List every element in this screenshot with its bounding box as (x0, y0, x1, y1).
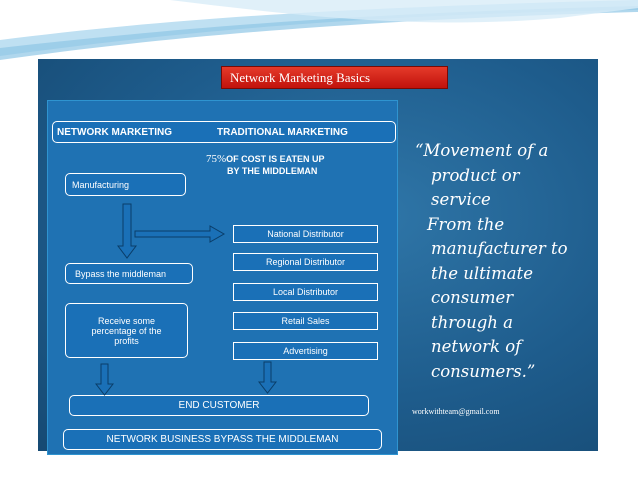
national-distributor-box: National Distributor (233, 225, 378, 243)
quote-line: network of (431, 337, 522, 356)
quote-line: manufacturer to (431, 239, 568, 258)
quote-line: consumers.” (431, 361, 536, 381)
decorative-swoosh (0, 0, 638, 60)
down-arrow-icon (257, 361, 278, 394)
quote-line: the ultimate (431, 263, 533, 283)
down-arrow-icon (94, 363, 115, 396)
bypass-middleman-box: Bypass the middleman (65, 263, 193, 284)
comparison-header: NETWORK MARKETING TRADITIONAL MARKETING (52, 121, 396, 143)
right-arrow-icon (134, 225, 226, 243)
local-distributor-box: Local Distributor (233, 283, 378, 301)
traditional-marketing-heading: TRADITIONAL MARKETING (217, 126, 348, 138)
contact-email: workwithteam@gmail.com (412, 407, 500, 416)
cost-note: 75%OF COST IS EATEN UP BY THE MIDDLEMAN (191, 153, 371, 177)
slide-title: Network Marketing Basics (221, 66, 448, 89)
regional-distributor-box: Regional Distributor (233, 253, 378, 271)
quote-line: From the (427, 214, 505, 234)
quote-line: consumer (431, 288, 514, 307)
advertising-box: Advertising (233, 342, 378, 360)
quote-text: “Movement of a product or service From t… (415, 139, 595, 384)
retail-sales-box: Retail Sales (233, 312, 378, 330)
down-arrow-icon (117, 203, 137, 259)
network-marketing-heading: NETWORK MARKETING (57, 126, 172, 138)
cost-note-line2: BY THE MIDDLEMAN (227, 166, 318, 176)
quote-line: “Movement of a (415, 141, 549, 160)
manufacturing-box: Manufacturing (65, 173, 186, 196)
quote-line: through a (431, 312, 513, 332)
cost-note-line1: OF COST IS EATEN UP (226, 154, 325, 164)
cost-percent: 75% (206, 153, 227, 165)
footer-banner: NETWORK BUSINESS BYPASS THE MIDDLEMAN (63, 429, 382, 450)
quote-line: product or (431, 165, 520, 185)
quote-line: service (431, 190, 491, 209)
end-customer-box: END CUSTOMER (69, 395, 369, 416)
receive-profits-box: Receive some percentage of the profits (65, 303, 188, 358)
